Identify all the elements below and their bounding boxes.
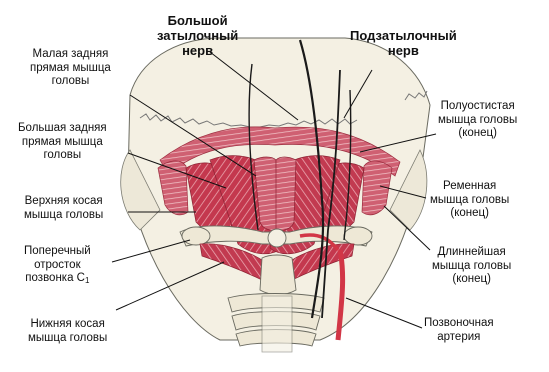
transverse-process-right [344, 227, 372, 245]
label-rectus-capitis-posterior-major: Большая задняя прямая мышца головы [18, 122, 107, 163]
axis-spinous [260, 255, 296, 295]
label-splenius-capitis: Ременная мышца головы (конец) [430, 180, 509, 221]
label-vertebral-artery: Позвоночная артерия [424, 317, 494, 344]
label-longissimus-capitis: Длиннейшая мышца головы (конец) [432, 246, 511, 287]
label-obliquus-capitis-inferior: Нижняя косая мышца головы [28, 318, 107, 345]
transverse-process-left [182, 227, 210, 245]
label-rectus-capitis-posterior-minor: Малая задняя прямая мышца головы [30, 48, 111, 89]
label-semispinalis-capitis: Полуостистая мышца головы (конец) [438, 100, 517, 141]
label-transverse-process-c1: Поперечный отросток позвонка C1 [24, 245, 91, 288]
label-greater-occipital-nerve: Большой затылочный нерв [157, 13, 238, 58]
rectus-minor-right [276, 157, 296, 231]
spine-column [262, 296, 292, 352]
label-suboccipital-nerve: Подзатылочный нерв [350, 28, 457, 58]
label-obliquus-capitis-superior: Верхняя косая мышца головы [24, 195, 103, 222]
atlas-tubercle [268, 229, 286, 247]
